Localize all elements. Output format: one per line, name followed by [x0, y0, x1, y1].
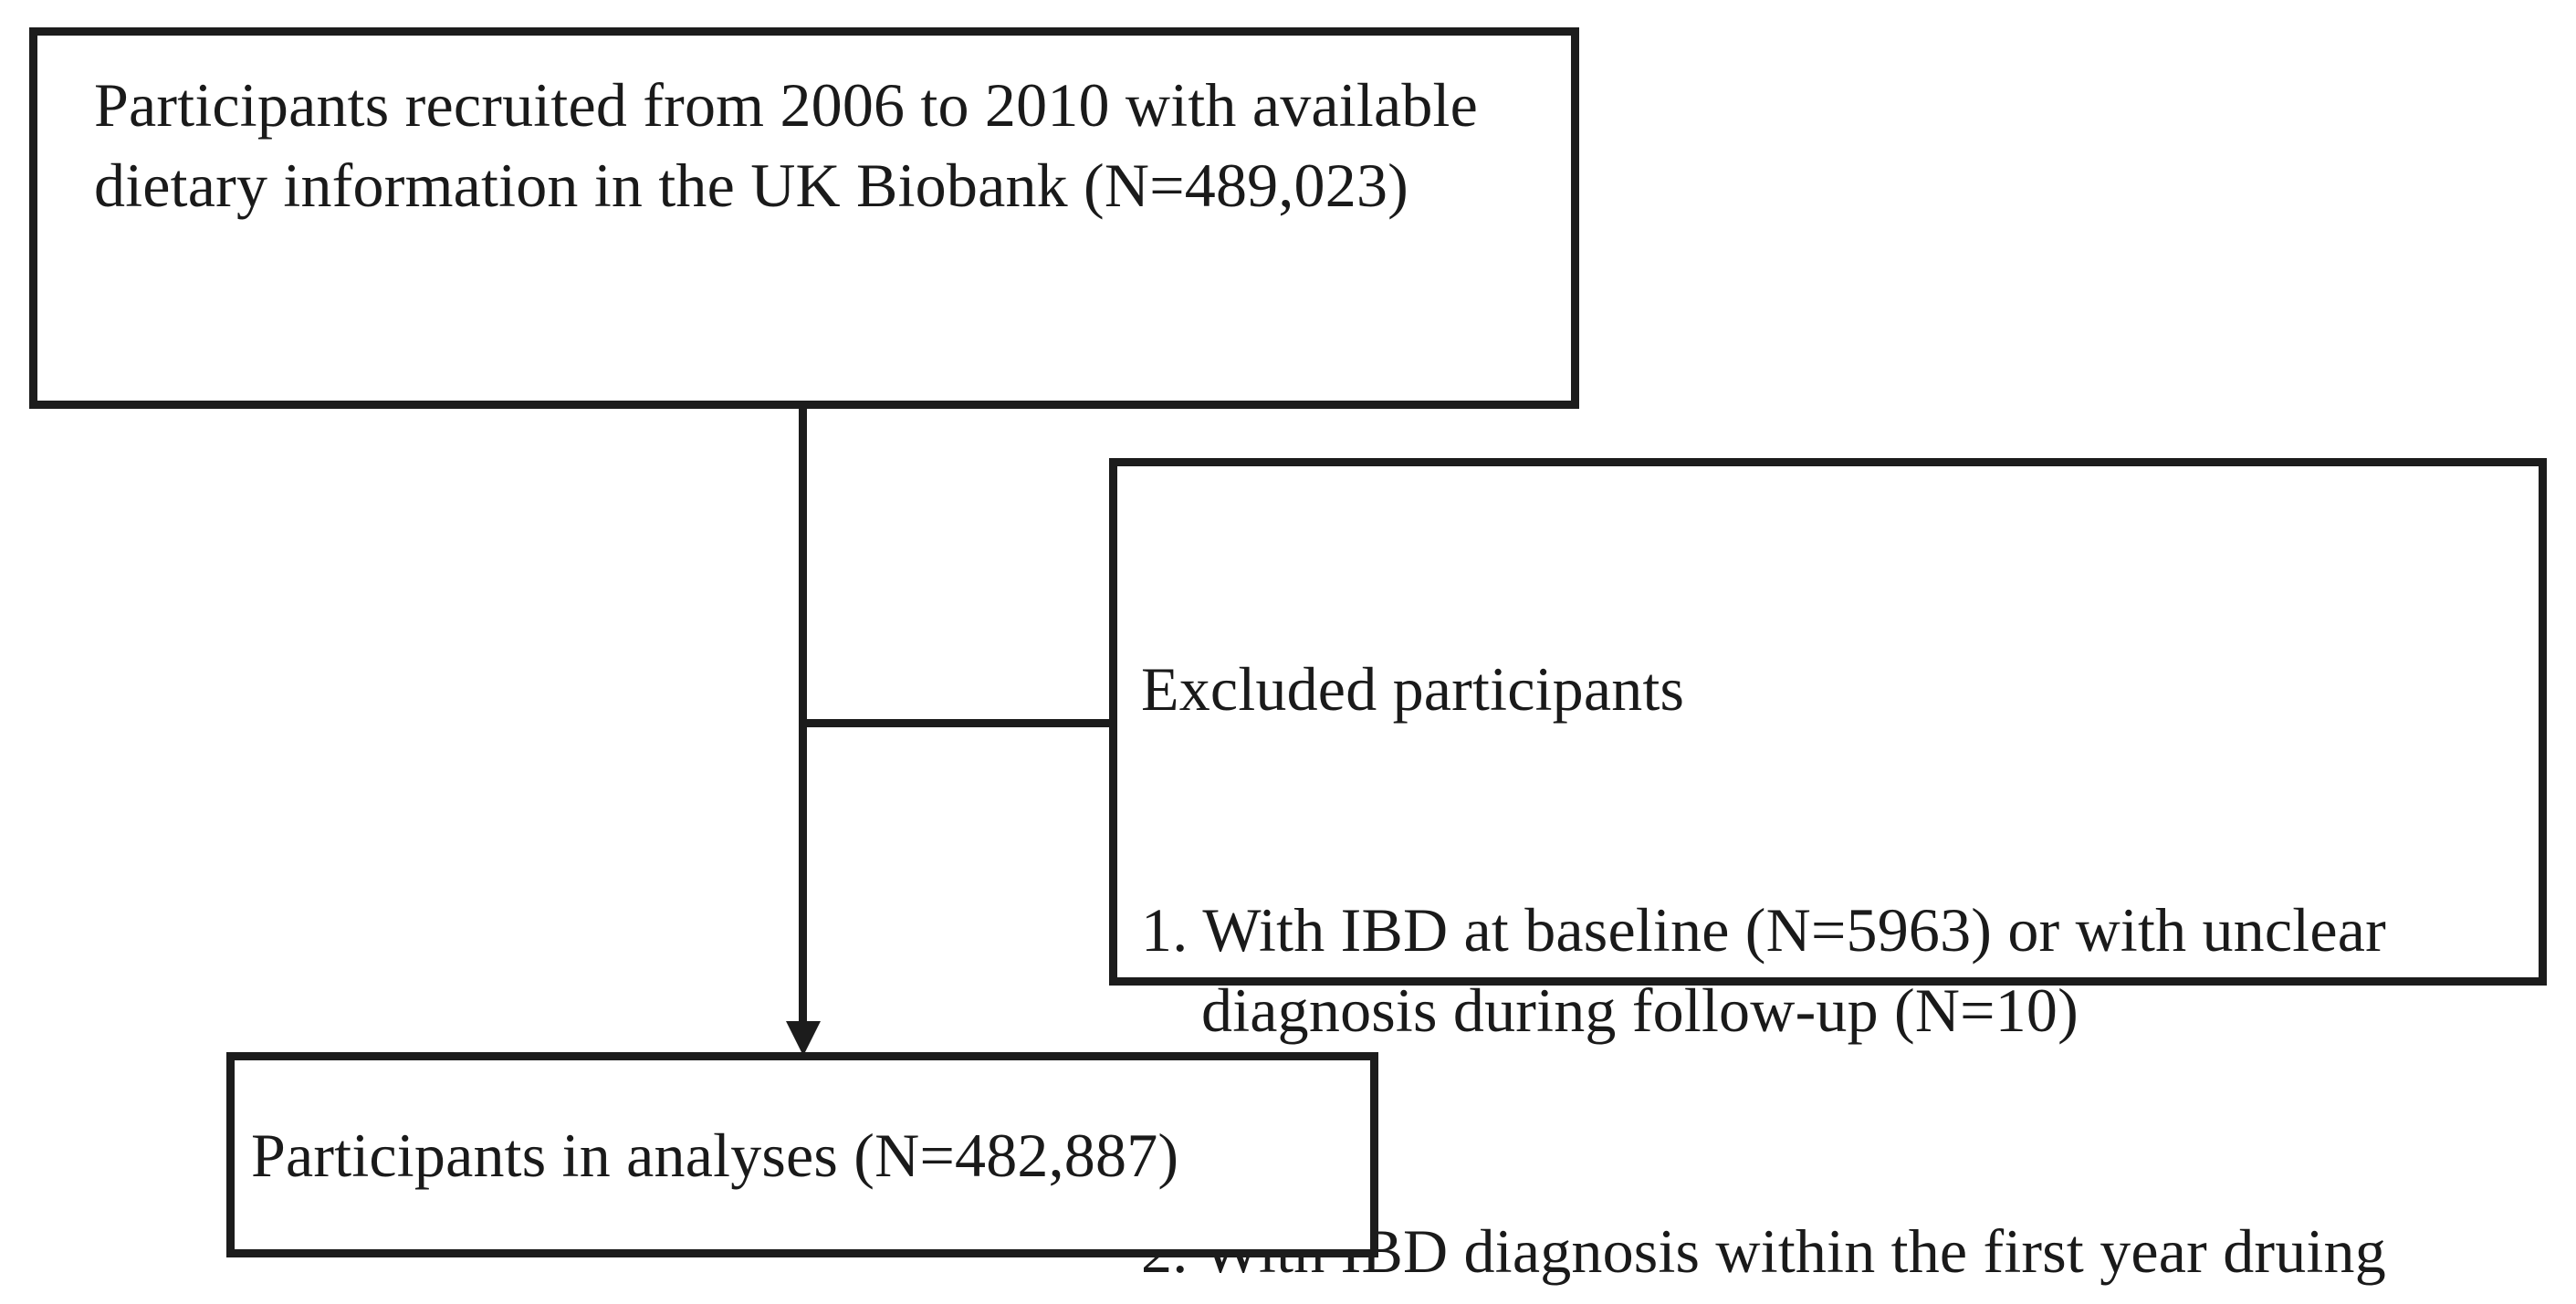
excluded-participants-body: Excluded participants 1. With IBD at bas… [1141, 488, 2529, 1304]
flow-node-excluded-participants: Excluded participants 1. With IBD at bas… [1109, 458, 2547, 1304]
excluded-item-1: 1. With IBD at baseline (N=5963) or with… [1141, 895, 2403, 1045]
flow-node-source-cohort: Participants recruited from 2006 to 2010… [29, 27, 1579, 409]
excluded-heading: Excluded participants [1141, 654, 1685, 724]
connector-vertical-trunk [799, 409, 807, 1024]
flow-node-participants-in-analyses: Participants in analyses (N=482,887) [226, 1052, 1378, 1257]
connector-branch-to-excluded [799, 719, 1114, 727]
participants-in-analyses-text: Participants in analyses (N=482,887) [251, 1120, 1179, 1190]
source-cohort-text: Participants recruited from 2006 to 2010… [94, 70, 1494, 220]
arrow-down-icon [786, 1021, 821, 1056]
